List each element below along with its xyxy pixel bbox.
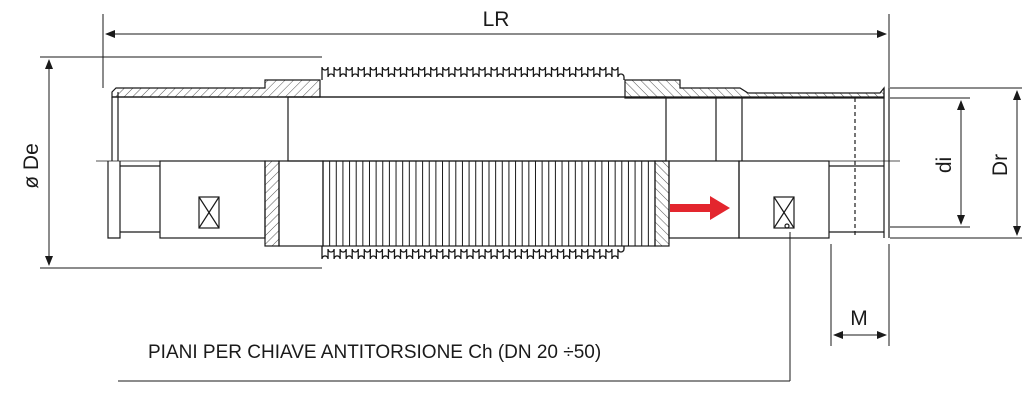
- lower-exterior-view: [107, 160, 890, 247]
- de-label: ø De: [20, 143, 43, 189]
- lr-label: LR: [483, 8, 510, 31]
- crossed-box-icon: [773, 196, 795, 229]
- bellows-convolutions-top: [321, 66, 625, 80]
- wrench-flat-leader: [118, 232, 791, 382]
- m-label: M: [850, 307, 868, 330]
- dimension-lr: LR: [102, 8, 890, 88]
- bellows-convolutions-bottom: [321, 246, 625, 260]
- lower-bellows-lines: [322, 161, 656, 246]
- dimension-di: di: [890, 97, 970, 228]
- upper-section-view: [111, 79, 890, 162]
- upper-bellows: [321, 66, 625, 80]
- crossed-box-icon: [198, 196, 220, 229]
- dr-label: Dr: [989, 154, 1012, 176]
- lower-bellows: [321, 246, 625, 260]
- wrench-flat-note: PIANI PER CHIAVE ANTITORSIONE Ch (DN 20 …: [148, 342, 601, 363]
- flow-direction-arrow: [670, 196, 730, 220]
- dimension-dr: Dr: [890, 87, 1022, 239]
- di-label: di: [933, 157, 956, 173]
- dimension-de: ø De: [20, 56, 322, 269]
- dimension-m: M: [830, 244, 890, 346]
